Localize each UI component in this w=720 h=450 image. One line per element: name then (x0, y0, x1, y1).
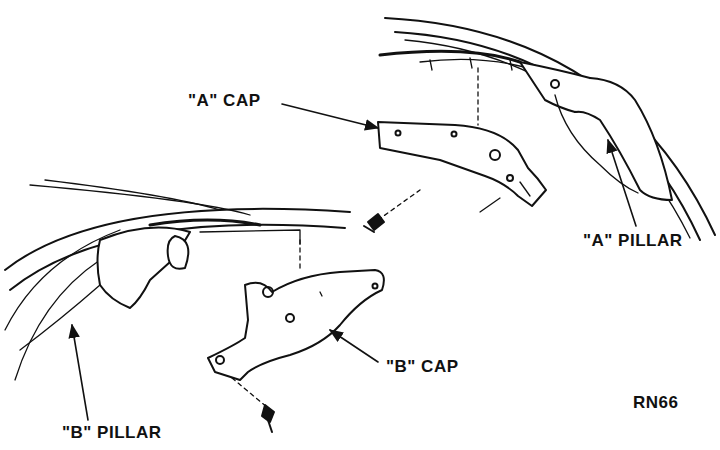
part-name: "B" PILLAR (62, 424, 162, 441)
part-name: "A" PILLAR (583, 232, 683, 249)
part-name: "B" CAP (386, 358, 459, 375)
figure-code: RN66 (633, 394, 678, 411)
part-name: "A" CAP (188, 92, 261, 109)
